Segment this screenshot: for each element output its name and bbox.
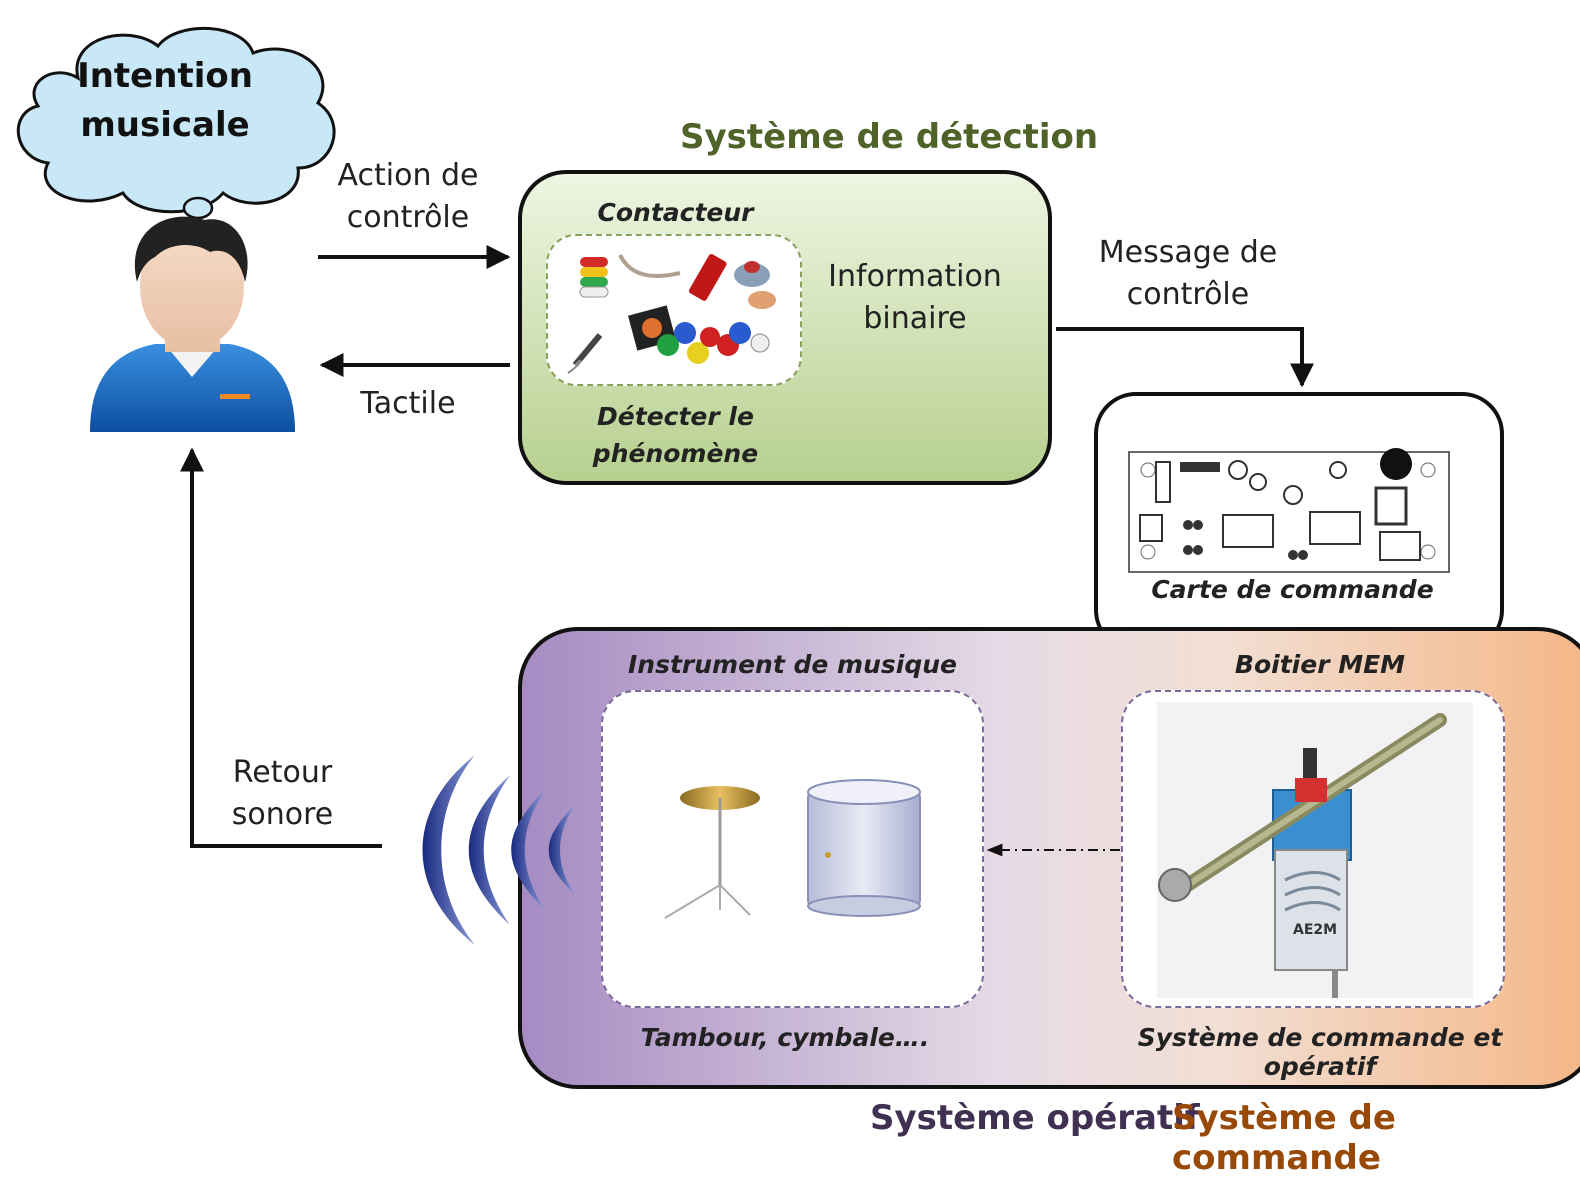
cloud-line1: Intention [77, 56, 253, 96]
carte-caption: Carte de commande [1151, 575, 1434, 604]
retour-label: Retour sonore [200, 752, 365, 836]
mem-box-image: AE2M [1157, 702, 1473, 998]
info-label-line2: binaire [863, 301, 967, 336]
instrument-title: Instrument de musique [627, 650, 958, 679]
detecter-caption-line1: Détecter le [597, 402, 754, 431]
pcb-image [1128, 448, 1450, 573]
boitier-title: Boitier MEM [1234, 650, 1406, 679]
sound-waves-icon [422, 755, 575, 945]
action-label-line1: Action de [337, 158, 479, 193]
contacteur-caption: Contacteur [597, 198, 754, 227]
action-label-line2: contrôle [346, 200, 470, 235]
operatif-title: Système opératif [870, 1098, 1200, 1138]
mem-to-instrument-arrow [986, 843, 1120, 857]
instrument-caption: Tambour, cymbale…. [640, 1023, 930, 1052]
tactile-label: Tactile [360, 386, 456, 421]
message-arrow [1056, 327, 1314, 388]
retour-label-line1: Retour [232, 755, 333, 790]
detection-title: Système de détection [680, 117, 1099, 157]
detecter-caption: Détecter le phénomène [548, 398, 803, 472]
cloud-line2: musicale [80, 105, 250, 145]
message-label-line2: contrôle [1126, 277, 1250, 312]
info-label-line1: Information [828, 259, 1002, 294]
user-avatar-icon [90, 216, 295, 432]
switch-buttons-image [567, 254, 776, 374]
action-label: Action de contrôle [318, 155, 498, 239]
ae2m-text: AE2M [1293, 922, 1337, 938]
message-label: Message de contrôle [1088, 232, 1288, 316]
info-label: Information binaire [820, 256, 1010, 340]
detecter-caption-line2: phénomène [592, 439, 759, 468]
boitier-caption: Système de commande et opératif [1137, 1023, 1503, 1081]
commande-title: Système de commande [1172, 1098, 1396, 1178]
retour-arrow [180, 447, 382, 848]
cloud-text: Intention musicale [60, 52, 270, 150]
retour-label-line2: sonore [231, 797, 334, 832]
drum-cymbal-image [664, 779, 921, 919]
message-label-line1: Message de [1098, 235, 1278, 270]
